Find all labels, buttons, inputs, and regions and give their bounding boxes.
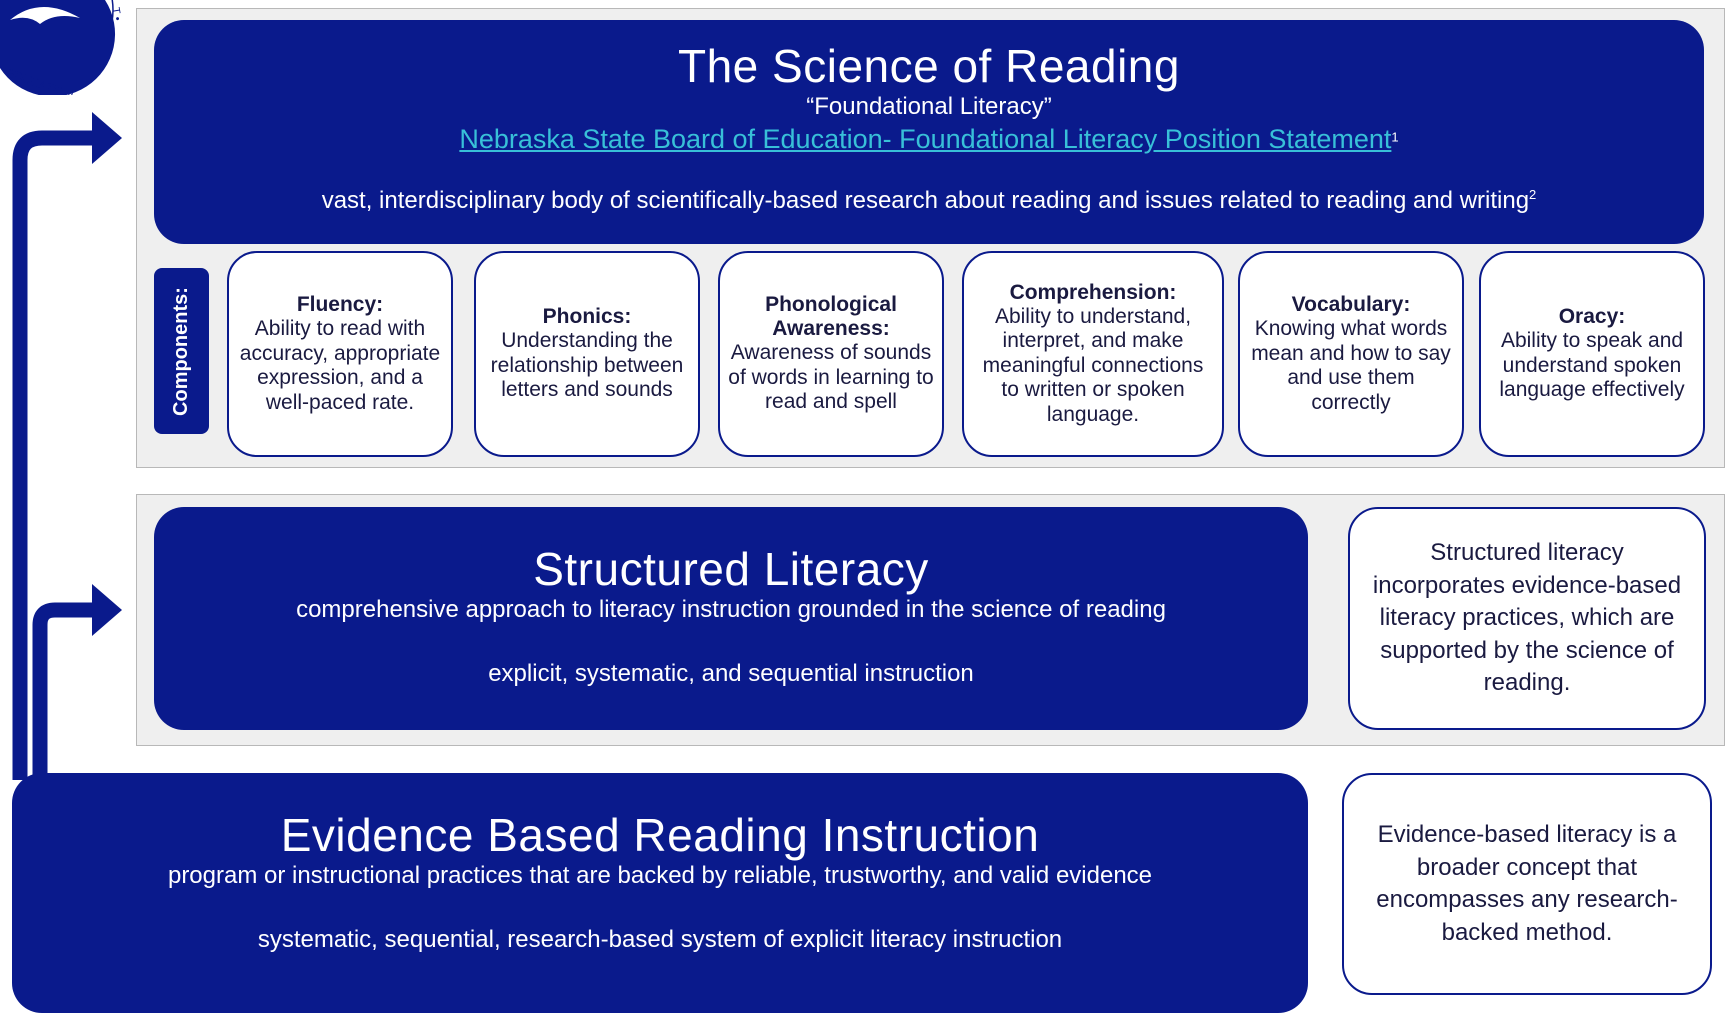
evidence-title: Evidence Based Reading Instruction: [280, 809, 1040, 861]
link-footnote: 1: [1391, 129, 1399, 145]
education-logo: EDUCATION T •: [0, 0, 123, 95]
science-description-line: vast, interdisciplinary body of scientif…: [154, 180, 1704, 216]
component-oracy: Oracy: Ability to speak and understand s…: [1479, 251, 1705, 457]
evidence-note: Evidence-based literacy is a broader con…: [1342, 773, 1712, 995]
structured-note: Structured literacy incorporates evidenc…: [1348, 507, 1706, 730]
evidence-line2: systematic, sequential, research-based s…: [257, 926, 1063, 953]
component-title: Oracy:: [1558, 305, 1626, 329]
component-title-text: Phonics: [542, 305, 625, 329]
structured-note-text: Structured literacy incorporates evidenc…: [1372, 539, 1682, 697]
component-title: Vocabulary:: [1291, 293, 1411, 316]
component-desc: Ability to speak and understand spoken l…: [1499, 329, 1685, 402]
component-comprehension: Comprehension: Ability to understand, in…: [962, 251, 1224, 457]
arrow-right-icon: [92, 112, 122, 164]
position-statement-link[interactable]: Nebraska State Board of Education- Found…: [459, 124, 1392, 154]
component-phonological-awareness: Phonological Awareness: Awareness of sou…: [718, 251, 944, 457]
components-label: Components:: [154, 268, 209, 434]
structured-line1: comprehensive approach to literacy instr…: [296, 596, 1166, 623]
components-label-text: Components:: [170, 286, 193, 416]
component-desc: Ability to read with accuracy, appropria…: [239, 317, 441, 414]
logo-edge-text: T •: [109, 6, 123, 21]
evidence-note-text: Evidence-based literacy is a broader con…: [1376, 821, 1678, 946]
structured-title: Structured Literacy: [533, 543, 929, 595]
component-title: Phonics:: [542, 305, 632, 329]
science-subtitle: “Foundational Literacy”: [806, 93, 1052, 120]
component-desc: Knowing what words mean and how to say a…: [1251, 317, 1451, 414]
structured-box: Structured Literacy comprehensive approa…: [154, 507, 1308, 730]
flow-line-lower: [32, 602, 95, 780]
evidence-box: Evidence Based Reading Instruction progr…: [12, 773, 1308, 1013]
component-title-text: Vocabulary: [1291, 293, 1404, 316]
component-title: Comprehension:: [1009, 280, 1177, 304]
component-title-text: Comprehension: [1009, 280, 1170, 304]
component-title-text: Oracy: [1558, 305, 1619, 329]
component-desc: Understanding the relationship between l…: [490, 329, 684, 402]
science-title: The Science of Reading: [678, 40, 1180, 92]
component-phonics: Phonics: Understanding the relationship …: [474, 251, 700, 457]
component-desc: Ability to understand, interpret, and ma…: [982, 304, 1204, 426]
component-title-text: Phonological Awareness: [765, 293, 897, 341]
component-title-text: Fluency: [296, 293, 377, 316]
component-title: Phonological Awareness:: [765, 293, 897, 341]
component-title: Fluency:: [296, 293, 384, 316]
component-vocabulary: Vocabulary: Knowing what words mean and …: [1238, 251, 1464, 457]
flow-line: [12, 130, 95, 780]
component-desc: Awareness of sounds of words in learning…: [728, 341, 934, 414]
description-footnote: 2: [1529, 187, 1537, 202]
science-description: vast, interdisciplinary body of scientif…: [321, 187, 1530, 214]
component-fluency: Fluency: Ability to read with accuracy, …: [227, 251, 453, 457]
science-box: The Science of Reading “Foundational Lit…: [154, 20, 1704, 244]
flow-arrows: [12, 112, 122, 780]
evidence-line1: program or instructional practices that …: [167, 862, 1153, 889]
arrow-right-icon: [92, 584, 122, 636]
structured-line2: explicit, systematic, and sequential ins…: [488, 660, 974, 687]
logo-wave-icon: [10, 6, 80, 24]
